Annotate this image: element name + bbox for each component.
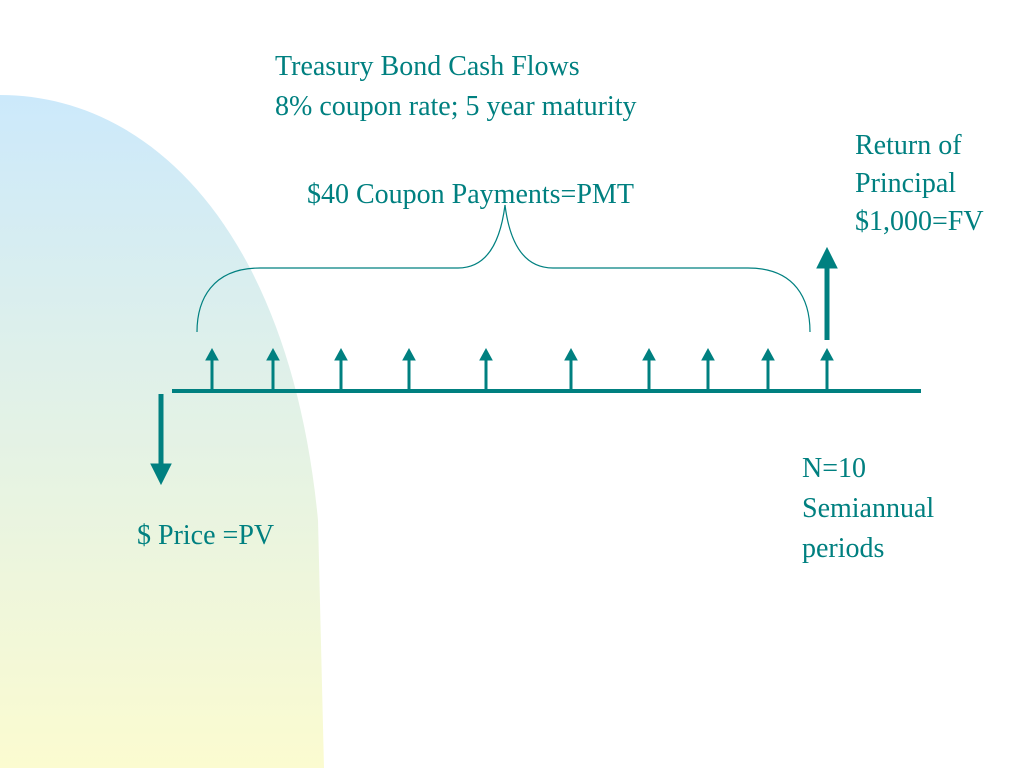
coupon-payments-label: $40 Coupon Payments=PMT bbox=[307, 179, 634, 210]
principal-arrow bbox=[816, 246, 838, 340]
price-label: $ Price =PV bbox=[137, 520, 275, 551]
return-of-principal-label: Return of Principal $1,000=FV bbox=[855, 127, 984, 241]
price-arrow bbox=[150, 394, 172, 486]
coupon-arrow bbox=[334, 347, 348, 391]
title-line-2: 8% coupon rate; 5 year maturity bbox=[275, 91, 637, 122]
coupon-arrow bbox=[479, 347, 493, 391]
periods-line-3: periods bbox=[802, 533, 885, 564]
coupon-arrow bbox=[820, 347, 834, 391]
coupon-arrow bbox=[701, 347, 715, 391]
coupon-arrow bbox=[266, 347, 280, 391]
coupon-arrow bbox=[564, 347, 578, 391]
coupon-brace bbox=[196, 204, 811, 333]
coupon-arrow bbox=[402, 347, 416, 391]
coupon-arrow bbox=[642, 347, 656, 391]
coupon-arrow bbox=[761, 347, 775, 391]
coupon-arrow bbox=[205, 347, 219, 391]
periods-label: N=10 Semiannual periods bbox=[802, 449, 934, 569]
principal-line-3: $1,000=FV bbox=[855, 206, 984, 237]
periods-line-1: N=10 bbox=[802, 453, 867, 484]
periods-line-2: Semiannual bbox=[802, 493, 935, 524]
title-block: Treasury Bond Cash Flows 8% coupon rate;… bbox=[275, 47, 637, 127]
coupon-arrows bbox=[205, 347, 834, 391]
principal-line-2: Principal bbox=[855, 168, 957, 199]
principal-line-1: Return of bbox=[855, 130, 962, 161]
title-line-1: Treasury Bond Cash Flows bbox=[275, 51, 580, 82]
